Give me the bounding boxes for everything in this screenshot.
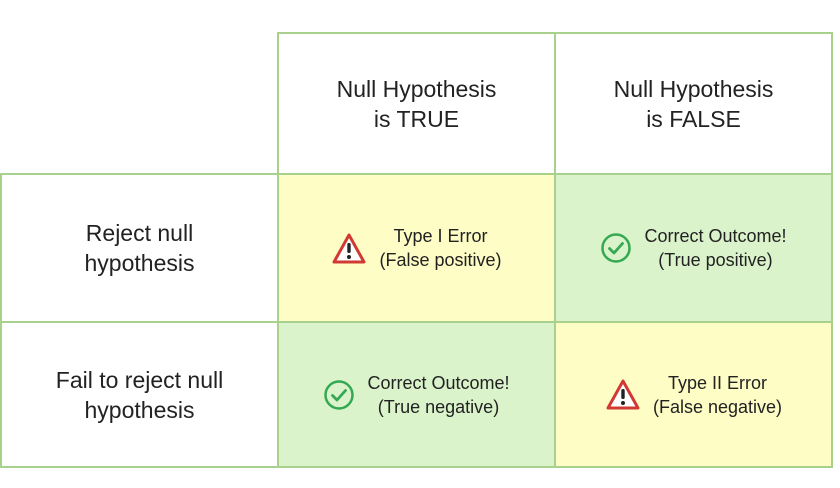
row-header-line1: Fail to reject null: [55, 366, 224, 393]
check-circle-icon: [600, 232, 632, 264]
outcome-text: Type I Error (False positive): [379, 224, 501, 272]
cell-true-positive: Correct Outcome! (True positive): [554, 173, 833, 323]
outcome-subtitle: (False negative): [652, 396, 783, 417]
outcome-title: Correct Outcome!: [367, 372, 510, 393]
cell-type-ii-error: Type II Error (False negative): [554, 321, 833, 468]
row-header-reject: Reject null hypothesis: [0, 173, 279, 323]
column-header-line2: is TRUE: [373, 106, 460, 132]
column-header-line1: Null Hypothesis: [336, 76, 497, 102]
row-header-line1: Reject null: [85, 220, 194, 246]
row-header-fail-to-reject: Fail to reject null hypothesis: [0, 321, 279, 468]
outcome: Type I Error (False positive): [331, 224, 502, 272]
outcome-text: Type II Error (False negative): [653, 371, 782, 419]
warning-triangle-icon: [605, 378, 641, 411]
check-circle-icon: [323, 379, 355, 411]
outcome: Type II Error (False negative): [605, 371, 782, 419]
cell-true-negative: Correct Outcome! (True negative): [277, 321, 556, 468]
outcome-subtitle: (True negative): [377, 396, 500, 417]
column-header-line1: Null Hypothesis: [613, 76, 774, 102]
column-header-text: Null Hypothesis is FALSE: [614, 74, 774, 134]
cell-type-i-error: Type I Error (False positive): [277, 173, 556, 323]
outcome-title: Type II Error: [667, 372, 768, 393]
row-header-text: Fail to reject null hypothesis: [56, 365, 223, 425]
column-header-text: Null Hypothesis is TRUE: [337, 74, 497, 134]
row-header-text: Reject null hypothesis: [85, 218, 195, 278]
warning-triangle-icon: [331, 232, 367, 265]
outcome-subtitle: (True positive): [658, 250, 773, 270]
outcome-text: Correct Outcome! (True negative): [367, 371, 509, 419]
outcome: Correct Outcome! (True negative): [323, 371, 510, 419]
column-header-null-true: Null Hypothesis is TRUE: [277, 32, 556, 176]
column-header-null-false: Null Hypothesis is FALSE: [554, 32, 833, 176]
row-header-line2: hypothesis: [84, 250, 195, 276]
outcome-text: Correct Outcome! (True positive): [644, 224, 786, 272]
outcome-subtitle: (False positive): [379, 250, 502, 270]
outcome-title: Type I Error: [393, 226, 488, 246]
row-header-line2: hypothesis: [84, 396, 195, 423]
outcome: Correct Outcome! (True positive): [600, 224, 787, 272]
column-header-line2: is FALSE: [646, 106, 741, 132]
outcome-title: Correct Outcome!: [644, 226, 787, 246]
